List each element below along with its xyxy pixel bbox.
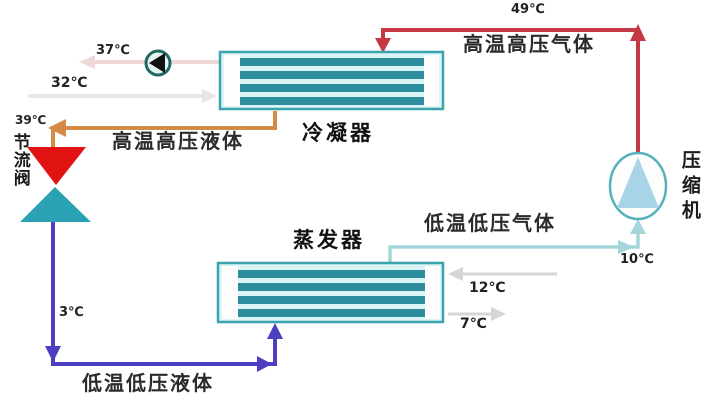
temp-valve-outlet: 3℃ [59, 305, 84, 320]
temp-air-out: 7℃ [460, 316, 487, 332]
temp-compressor-inlet: 10℃ [620, 252, 654, 267]
cold-gas-pipe [388, 223, 640, 263]
temp-water-in: 32℃ [51, 75, 88, 91]
evaporator-body [216, 261, 445, 324]
label-condenser: 冷凝器 [302, 121, 374, 145]
air-in-arrow-icon [448, 267, 463, 281]
label-evaporator: 蒸发器 [293, 228, 365, 252]
temp-condenser-outlet: 39℃ [15, 113, 47, 127]
hot-gas-arrow-up-icon [630, 24, 646, 41]
cold-liquid-arrow-right-icon [257, 356, 272, 372]
pump-icon [144, 49, 172, 77]
cold-gas-arrow-right-icon [618, 240, 634, 254]
temp-air-in: 12℃ [469, 280, 506, 296]
hot-liquid-pipe [51, 111, 277, 150]
label-throttle-valve: 节流阀 [9, 133, 30, 187]
cold-liquid-arrow-up-icon [267, 323, 283, 339]
label-high-temp-gas: 高温高压气体 [463, 32, 595, 56]
cold-gas-arrow-up-icon [630, 219, 646, 234]
label-high-temp-liquid: 高温高压液体 [112, 129, 244, 153]
cold-liquid-pipe [51, 222, 277, 366]
label-low-temp-gas: 低温低压气体 [424, 211, 556, 235]
hot-liquid-arrow-icon [48, 119, 66, 137]
condenser-body [218, 50, 445, 111]
hot-gas-arrow-down-icon [375, 38, 391, 53]
temp-compressor-outlet: 49℃ [511, 2, 545, 17]
water-out-arrow-icon [79, 55, 95, 69]
label-compressor: 压缩机 [678, 150, 701, 225]
water-in-arrow-icon [202, 89, 217, 103]
temp-water-out: 37℃ [96, 43, 130, 58]
air-out-arrow-icon [491, 307, 506, 321]
cold-liquid-arrow-down-icon [45, 346, 61, 362]
throttle-valve-symbol [20, 147, 91, 222]
compressor-symbol [608, 151, 668, 221]
label-low-temp-liquid: 低温低压液体 [82, 371, 214, 395]
